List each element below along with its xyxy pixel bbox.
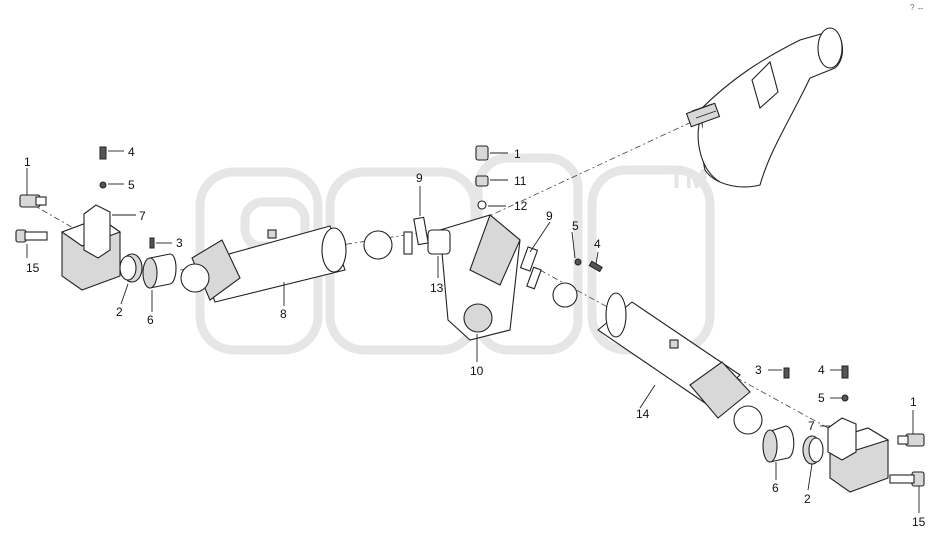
callout-5-right: 5 (818, 391, 825, 405)
right-fitting-1 (897, 433, 925, 447)
callout-6-left: 6 (147, 313, 154, 327)
left-bushing-6 (142, 253, 177, 289)
left-cylinder-8 (180, 225, 393, 303)
center-bushing-13 (427, 229, 451, 255)
leader-lines (26, 150, 920, 513)
callout-9-right: 9 (546, 209, 553, 223)
callout-13: 13 (430, 281, 444, 295)
callout-7-right: 7 (808, 419, 815, 433)
callout-2-left: 2 (116, 305, 123, 319)
callout-1-center: 1 (514, 147, 521, 161)
callout-5-center: 5 (572, 219, 579, 233)
callout-6-right: 6 (772, 481, 779, 495)
center-clip-9b (519, 246, 542, 290)
callout-4-center: 4 (594, 237, 601, 251)
trademark-mark: TM (668, 163, 708, 194)
left-screw-4 (99, 146, 107, 160)
center-washer-5 (574, 258, 582, 266)
right-clamp-block (827, 417, 890, 493)
callout-3-right: 3 (755, 363, 762, 377)
center-fitting-1 (475, 145, 489, 161)
right-bushing-6 (762, 425, 795, 463)
center-link-10 (439, 214, 521, 341)
callout-15-left: 15 (26, 261, 40, 275)
callout-14: 14 (636, 407, 650, 421)
left-fitting-1 (19, 194, 47, 208)
callout-4-left: 4 (128, 145, 135, 159)
right-screw-4 (841, 365, 849, 379)
left-bolt-15 (15, 229, 48, 243)
center-clip-9a (403, 216, 429, 255)
callout-8: 8 (280, 307, 287, 321)
callout-10: 10 (470, 364, 484, 378)
center-screw-4 (588, 260, 603, 273)
callout-4-right: 4 (818, 363, 825, 377)
callout-1-left: 1 (24, 155, 31, 169)
right-pin-3 (783, 367, 790, 379)
right-bolt-15 (889, 471, 925, 487)
left-washer-5 (99, 181, 107, 189)
left-clamp-block (60, 204, 122, 291)
corner-mark: ? ↔ (910, 3, 925, 12)
callout-2-right: 2 (804, 492, 811, 506)
left-pin-3 (149, 237, 155, 249)
callout-9-center: 9 (416, 171, 423, 185)
right-washer-5 (841, 394, 849, 402)
callout-5-left: 5 (128, 178, 135, 192)
callout-7-left: 7 (139, 209, 146, 223)
left-ring-2 (119, 253, 143, 283)
bent-tube-assembly (685, 27, 844, 188)
right-cylinder-14 (552, 282, 763, 435)
callout-3-left: 3 (176, 236, 183, 250)
right-ring-2 (802, 435, 824, 465)
callout-1-right: 1 (910, 395, 917, 409)
center-fitting-11 (475, 175, 489, 187)
callout-15-right: 15 (912, 515, 926, 529)
callout-labels: 1 15 4 5 7 3 2 6 8 9 13 10 1 11 12 9 5 4… (24, 145, 926, 529)
callout-12: 12 (514, 199, 528, 213)
center-washer-12 (477, 200, 487, 210)
callout-11: 11 (514, 174, 527, 188)
